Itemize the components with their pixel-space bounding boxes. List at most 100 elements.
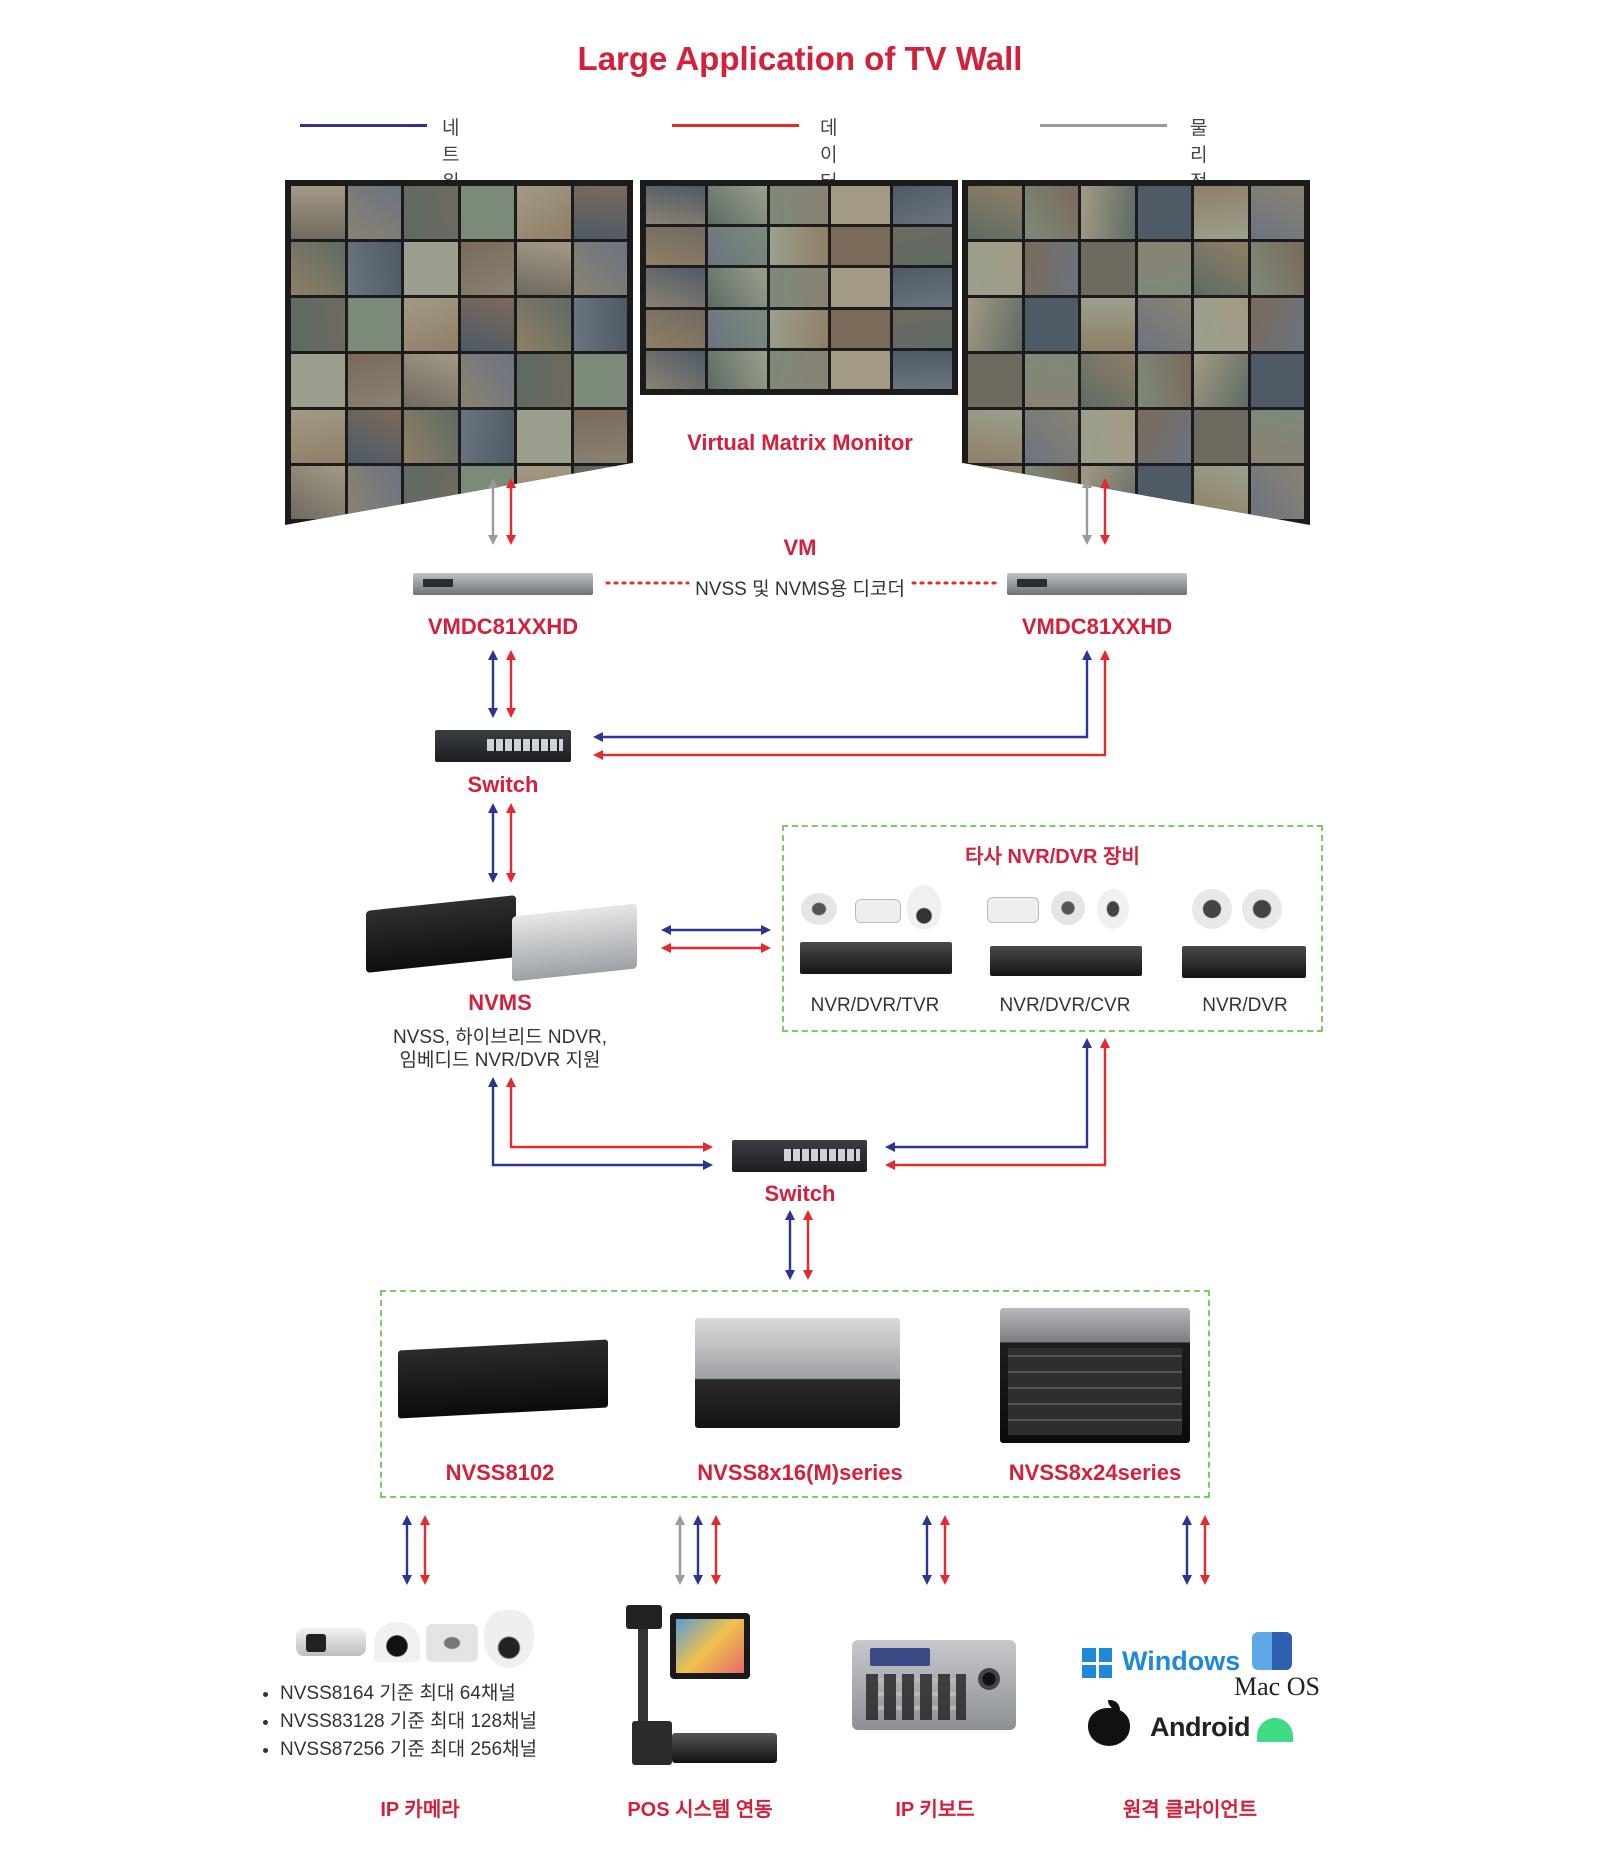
camera-feed-tile	[1137, 410, 1191, 463]
ip-camera-devices	[292, 1610, 537, 1670]
ip-keyboard-label: IP 키보드	[895, 1799, 975, 1821]
camera-feed-tile	[893, 309, 952, 348]
monitor-center-grid	[646, 186, 952, 389]
camera-feed-tile	[347, 410, 401, 463]
ip-camera-bullet-3: NVSS87256 기준 최대 256채널	[280, 1736, 537, 1764]
mac-os-label: Mac OS	[1234, 1672, 1320, 1701]
switch-bottom-device	[732, 1140, 867, 1172]
nvss-item-2: NVSS8x16(M)series	[697, 1460, 903, 1485]
camera-feed-tile	[517, 410, 571, 463]
camera-feed-tile	[1024, 242, 1078, 295]
nvss8x16-device	[695, 1318, 900, 1428]
camera-feed-tile	[1250, 186, 1304, 239]
remote-client-label: 원격 클라이언트	[1122, 1799, 1258, 1821]
mac-finder-icon	[1252, 1632, 1292, 1670]
camera-feed-tile	[347, 242, 401, 295]
nvss-item-1: NVSS8102	[445, 1460, 555, 1485]
camera-feed-tile	[893, 268, 952, 307]
ip-camera-bullet-1: NVSS8164 기준 최대 64채널	[280, 1680, 537, 1708]
camera-feed-tile	[517, 186, 571, 239]
nvms-label: NVMS	[468, 990, 532, 1015]
ip-keyboard-device	[852, 1640, 1016, 1730]
camera-feed-tile	[573, 354, 627, 407]
camera-feed-tile	[347, 354, 401, 407]
vm-decoder-description: NVSS 및 NVMS용 디코더	[695, 579, 905, 600]
nvss-item-3: NVSS8x24series	[1008, 1460, 1182, 1485]
camera-feed-tile	[1081, 298, 1135, 351]
third-party-item-1: NVR/DVR/TVR	[810, 995, 940, 1016]
camera-feed-tile	[460, 186, 514, 239]
decoder-right-label: VMDC81XXHD	[1021, 614, 1173, 639]
camera-feed-tile	[1194, 186, 1248, 239]
camera-feed-tile	[646, 268, 705, 307]
camera-feed-tile	[1137, 242, 1191, 295]
camera-feed-tile	[831, 350, 891, 389]
camera-feed-tile	[291, 186, 345, 239]
camera-feed-tile	[1250, 410, 1304, 463]
third-party-item-2: NVR/DVR/CVR	[999, 995, 1131, 1016]
camera-feed-tile	[1250, 354, 1304, 407]
camera-feed-tile	[646, 309, 705, 348]
camera-feed-tile	[893, 186, 952, 225]
camera-feed-tile	[968, 242, 1022, 295]
apple-icon	[1088, 1700, 1130, 1746]
camera-feed-tile	[968, 410, 1022, 463]
camera-feed-tile	[707, 186, 767, 225]
camera-feed-tile	[1250, 466, 1304, 519]
android-label: Android	[1150, 1712, 1250, 1742]
monitor-right-grid	[968, 186, 1304, 519]
camera-feed-tile	[1194, 298, 1248, 351]
third-party-recorder-2	[990, 946, 1142, 976]
camera-feed-tile	[517, 242, 571, 295]
camera-feed-tile	[769, 227, 829, 266]
camera-feed-tile	[404, 298, 458, 351]
camera-feed-tile	[769, 309, 829, 348]
decoder-left-label: VMDC81XXHD	[427, 614, 579, 639]
third-party-recorder-3	[1182, 946, 1306, 978]
camera-feed-tile	[1137, 354, 1191, 407]
legend-physical-line	[1040, 124, 1167, 127]
nvss8x24-device	[1000, 1308, 1190, 1443]
nvms-description-line1: NVSS, 하이브리드 NDVR,	[392, 1027, 608, 1048]
camera-feed-tile	[460, 242, 514, 295]
camera-feed-tile	[347, 298, 401, 351]
camera-feed-tile	[460, 354, 514, 407]
third-party-title: 타사 NVR/DVR 장비	[965, 846, 1140, 868]
decoder-left-device	[413, 567, 593, 599]
camera-feed-tile	[291, 466, 345, 519]
camera-feed-tile	[707, 309, 767, 348]
windows-icon	[1082, 1648, 1112, 1678]
camera-feed-tile	[707, 350, 767, 389]
camera-feed-tile	[1081, 410, 1135, 463]
camera-feed-tile	[460, 298, 514, 351]
camera-feed-tile	[1137, 298, 1191, 351]
camera-feed-tile	[1081, 186, 1135, 239]
camera-feed-tile	[831, 309, 891, 348]
virtual-matrix-monitor-label: Virtual Matrix Monitor	[687, 430, 913, 455]
windows-label: Windows	[1122, 1646, 1241, 1676]
camera-feed-tile	[646, 227, 705, 266]
third-party-camera-group-1	[795, 885, 975, 935]
nvms-description-line2: 임베디드 NVR/DVR 지원	[399, 1050, 601, 1071]
camera-feed-tile	[968, 298, 1022, 351]
camera-feed-tile	[1024, 186, 1078, 239]
ip-camera-bullets: NVSS8164 기준 최대 64채널 NVSS83128 기준 최대 128채…	[258, 1680, 537, 1764]
camera-feed-tile	[291, 354, 345, 407]
monitor-center	[640, 180, 958, 395]
camera-feed-tile	[769, 350, 829, 389]
camera-feed-tile	[1024, 410, 1078, 463]
android-icon	[1257, 1718, 1293, 1742]
camera-feed-tile	[1081, 354, 1135, 407]
camera-feed-tile	[404, 410, 458, 463]
camera-feed-tile	[1194, 410, 1248, 463]
camera-feed-tile	[1250, 298, 1304, 351]
camera-feed-tile	[404, 186, 458, 239]
legend-network-line	[300, 124, 427, 127]
camera-feed-tile	[1194, 354, 1248, 407]
third-party-group	[782, 825, 1323, 1032]
camera-feed-tile	[573, 242, 627, 295]
camera-feed-tile	[291, 242, 345, 295]
camera-feed-tile	[291, 298, 345, 351]
page-title: Large Application of TV Wall	[577, 40, 1023, 77]
